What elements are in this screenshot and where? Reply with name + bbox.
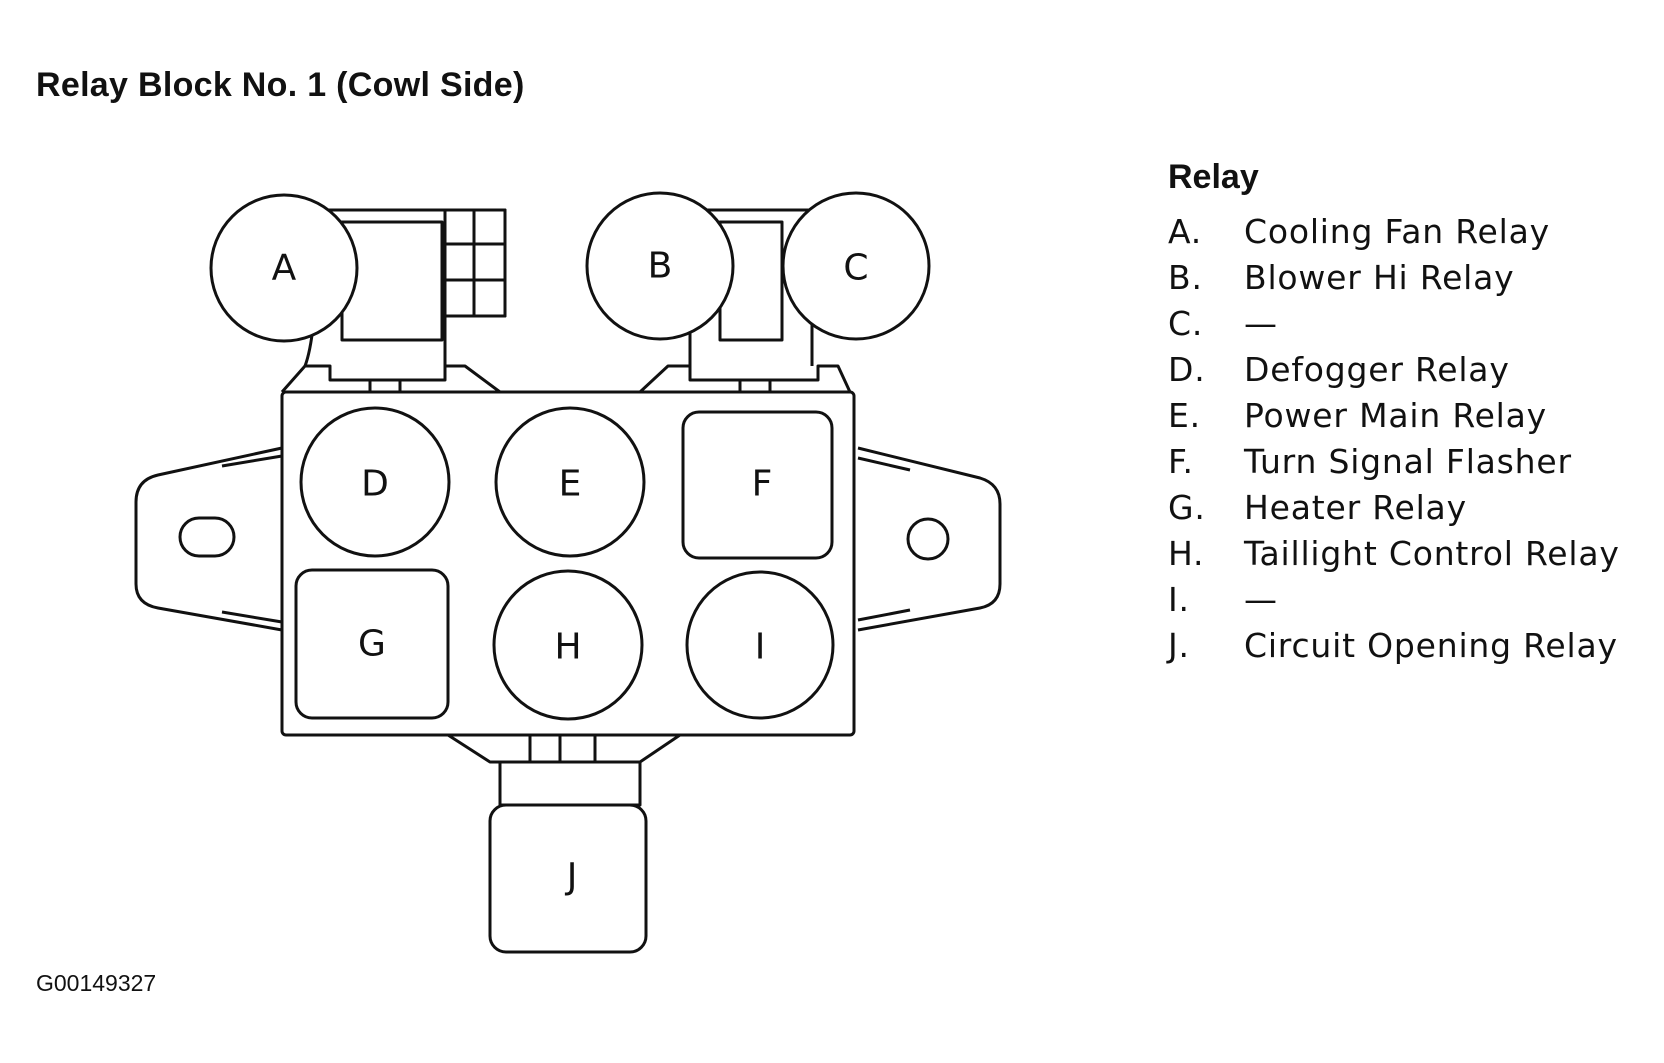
relay-e: E	[494, 406, 646, 558]
legend-item-label: Defogger Relay	[1244, 350, 1510, 389]
legend-item-label: Heater Relay	[1244, 488, 1467, 527]
legend-item-key: H.	[1168, 534, 1205, 573]
relay-c-label: C	[843, 248, 868, 289]
relay-h-label: H	[554, 627, 581, 668]
legend-item: A. Cooling Fan Relay	[1168, 209, 1620, 255]
relay-a-label: A	[272, 248, 297, 289]
relay-i: I	[685, 570, 835, 720]
diagram-title: Relay Block No. 1 (Cowl Side)	[36, 66, 525, 104]
left-mounting-hole	[178, 516, 236, 558]
relay-j: J	[488, 803, 648, 954]
legend-item: H. Taillight Control Relay	[1168, 531, 1620, 577]
legend-item: E. Power Main Relay	[1168, 393, 1620, 439]
relay-j-label: J	[565, 857, 578, 898]
legend-item: B. Blower Hi Relay	[1168, 255, 1620, 301]
legend-item-key: E.	[1168, 396, 1201, 435]
legend-item-key: I.	[1168, 580, 1190, 619]
right-mounting-hole	[906, 517, 950, 561]
legend-item-label: —	[1244, 580, 1278, 619]
legend-item-label: Cooling Fan Relay	[1244, 212, 1550, 251]
legend-item-label: Power Main Relay	[1244, 396, 1547, 435]
legend-item-key: F.	[1168, 442, 1194, 481]
relay-c: C	[781, 191, 931, 341]
legend-item-label: Taillight Control Relay	[1244, 534, 1620, 573]
legend-item-key: A.	[1168, 212, 1203, 251]
legend-item: I. —	[1168, 577, 1620, 623]
legend-item-key: G.	[1168, 488, 1206, 527]
legend-item-label: —	[1244, 304, 1278, 343]
legend-item: G. Heater Relay	[1168, 485, 1620, 531]
legend-item-key: C.	[1168, 304, 1204, 343]
relay-e-label: E	[559, 464, 582, 505]
relay-g-label: G	[358, 624, 386, 665]
relay-f-label: F	[752, 464, 773, 505]
legend-item: C. —	[1168, 301, 1620, 347]
right-mounting-ear	[857, 446, 1002, 632]
relay-d: D	[299, 406, 451, 558]
relay-a: A	[209, 193, 359, 343]
legend-heading: Relay	[1168, 158, 1259, 196]
legend-item-label: Circuit Opening Relay	[1244, 626, 1618, 665]
legend-item-key: D.	[1168, 350, 1206, 389]
legend-item: J. Circuit Opening Relay	[1168, 623, 1620, 669]
relay-d-label: D	[361, 464, 389, 505]
legend-item: F. Turn Signal Flasher	[1168, 439, 1620, 485]
relay-g: G	[294, 568, 450, 720]
relay-i-label: I	[755, 627, 766, 668]
legend-item-key: B.	[1168, 258, 1203, 297]
legend-item-key: J.	[1168, 626, 1190, 665]
relay-f: F	[681, 410, 834, 560]
bottom-connector	[447, 733, 681, 807]
legend-item-label: Turn Signal Flasher	[1244, 442, 1572, 481]
legend-item: D. Defogger Relay	[1168, 347, 1620, 393]
relay-b: B	[585, 191, 735, 341]
legend-item-label: Blower Hi Relay	[1244, 258, 1515, 297]
left-mounting-ear	[134, 446, 283, 632]
figure-id: G00149327	[36, 970, 157, 996]
relay-h: H	[492, 569, 644, 721]
relay-b-label: B	[648, 246, 673, 287]
